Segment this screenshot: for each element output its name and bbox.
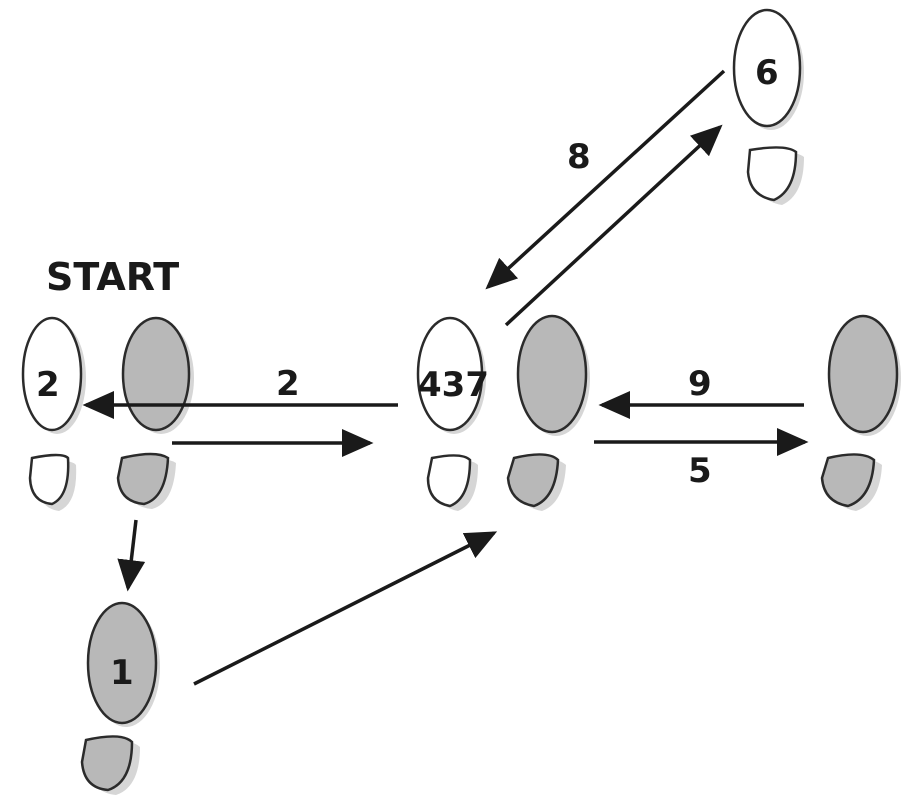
start-right-foot — [116, 316, 194, 509]
center-step-numbers: 437 — [418, 365, 489, 405]
step-six-number: 6 — [755, 53, 779, 93]
arrow-diagonal-label: 8 — [567, 137, 591, 177]
arrow-center-to-step-six — [504, 124, 723, 327]
center-right-sole — [516, 314, 588, 434]
start-right-sole — [121, 316, 191, 432]
start-left-sole — [21, 316, 83, 432]
step-six-heel — [746, 146, 798, 202]
far-right-foot — [820, 314, 901, 511]
start-left-foot — [21, 316, 86, 511]
step-six-foot — [732, 8, 804, 205]
step-one-number: 1 — [110, 653, 134, 693]
center-left-foot — [416, 316, 486, 511]
arrow-right-lower-label: 5 — [688, 451, 712, 491]
arrow-step-one-to-center — [193, 531, 498, 686]
center-right-heel — [506, 453, 560, 508]
start-label: START — [46, 255, 179, 299]
step-one-sole — [86, 601, 158, 725]
arrow-left-label: 2 — [276, 364, 300, 404]
far-right-sole — [827, 314, 899, 434]
arrow-right-upper-label: 9 — [688, 364, 712, 404]
center-left-sole — [416, 316, 484, 432]
center-left-heel — [426, 454, 472, 508]
start-right-heel — [116, 452, 170, 506]
start-left-heel — [28, 453, 70, 506]
arrow-step-six-to-center — [485, 69, 726, 290]
far-right-heel — [820, 453, 876, 508]
start-left-step-number: 2 — [36, 365, 60, 405]
step-six-sole — [732, 8, 802, 128]
step-one-foot — [80, 601, 160, 795]
arrow-start-to-step-one — [117, 519, 146, 592]
center-right-foot — [506, 314, 590, 511]
step-one-heel — [80, 735, 134, 792]
